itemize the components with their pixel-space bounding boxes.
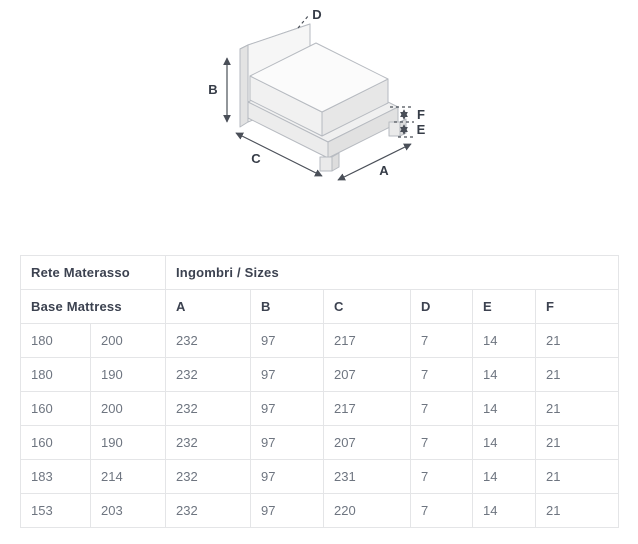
cell-f: 21 <box>534 357 620 392</box>
cell-e: 14 <box>472 425 536 460</box>
cell-b: 97 <box>250 425 324 460</box>
dim-label-a: A <box>379 163 389 178</box>
cell-a: 232 <box>165 391 251 426</box>
dim-line-a <box>337 143 412 181</box>
table-header-row-1: Rete Materasso Ingombri / Sizes <box>20 255 620 290</box>
headboard-side-face <box>239 44 249 128</box>
table-row: 160 200 232 97 217 7 14 21 <box>20 391 620 426</box>
dim-label-c: C <box>251 151 261 166</box>
mattress-top-face <box>249 42 389 113</box>
cell-d: 7 <box>410 357 473 392</box>
dimension-lines <box>223 14 414 181</box>
bed-foot-front <box>319 156 333 172</box>
cell-d: 7 <box>410 391 473 426</box>
cell-d: 7 <box>410 323 473 358</box>
dim-label-b: B <box>208 82 217 97</box>
cell-mattress: 200 <box>90 391 166 426</box>
table-row: 153 203 232 97 220 7 14 21 <box>20 493 620 528</box>
cell-f: 21 <box>534 425 620 460</box>
cell-b: 97 <box>250 357 324 392</box>
header-col-a: A <box>165 289 251 324</box>
table-row: 183 214 232 97 231 7 14 21 <box>20 459 620 494</box>
cell-c: 217 <box>323 323 411 358</box>
table-row: 160 190 232 97 207 7 14 21 <box>20 425 620 460</box>
cell-b: 97 <box>250 391 324 426</box>
cell-c: 220 <box>323 493 411 528</box>
header-col-b: B <box>250 289 324 324</box>
cell-b: 97 <box>250 493 324 528</box>
cell-mattress: 200 <box>90 323 166 358</box>
cell-base: 180 <box>20 357 91 392</box>
dim-label-f: F <box>417 107 425 122</box>
table-header-row-2: Base Mattress A B C D E F <box>20 289 620 324</box>
header-col-f: F <box>534 289 620 324</box>
cell-base: 153 <box>20 493 91 528</box>
bed-isometric-drawing: B C A D F E <box>208 7 426 181</box>
dimension-labels: B C A D F E <box>208 7 425 178</box>
dim-label-d: D <box>312 7 321 22</box>
header-ingombri-sizes: Ingombri / Sizes <box>164 255 620 290</box>
cell-e: 14 <box>472 459 536 494</box>
cell-a: 232 <box>165 459 251 494</box>
sizes-table: Rete Materasso Ingombri / Sizes Base Mat… <box>20 255 620 528</box>
dim-line-c <box>235 132 323 177</box>
cell-d: 7 <box>410 493 473 528</box>
header-col-e: E <box>472 289 536 324</box>
cell-c: 231 <box>323 459 411 494</box>
table-row: 180 200 232 97 217 7 14 21 <box>20 323 620 358</box>
cell-f: 21 <box>534 459 620 494</box>
cell-base: 160 <box>20 391 91 426</box>
table-row: 180 190 232 97 207 7 14 21 <box>20 357 620 392</box>
cell-mattress: 190 <box>90 425 166 460</box>
cell-e: 14 <box>472 323 536 358</box>
cell-d: 7 <box>410 459 473 494</box>
cell-f: 21 <box>534 391 620 426</box>
cell-base: 180 <box>20 323 91 358</box>
cell-mattress: 203 <box>90 493 166 528</box>
cell-b: 97 <box>250 323 324 358</box>
header-base-mattress: Base Mattress <box>20 289 166 324</box>
cell-e: 14 <box>472 357 536 392</box>
cell-e: 14 <box>472 493 536 528</box>
cell-a: 232 <box>165 493 251 528</box>
cell-f: 21 <box>534 323 620 358</box>
cell-a: 232 <box>165 323 251 358</box>
header-rete-materasso: Rete Materasso <box>20 255 166 290</box>
cell-c: 217 <box>323 391 411 426</box>
cell-d: 7 <box>410 425 473 460</box>
cell-base: 160 <box>20 425 91 460</box>
cell-c: 207 <box>323 357 411 392</box>
cell-mattress: 190 <box>90 357 166 392</box>
bed-foot-right <box>388 121 401 137</box>
bed-shape <box>239 23 407 172</box>
cell-a: 232 <box>165 425 251 460</box>
header-col-d: D <box>410 289 473 324</box>
header-col-c: C <box>323 289 411 324</box>
cell-e: 14 <box>472 391 536 426</box>
cell-base: 183 <box>20 459 91 494</box>
cell-f: 21 <box>534 493 620 528</box>
bed-dimensions-diagram: B C A D F E <box>0 0 638 215</box>
dim-label-e: E <box>417 122 426 137</box>
cell-mattress: 214 <box>90 459 166 494</box>
cell-b: 97 <box>250 459 324 494</box>
dim-leader-d <box>297 14 310 29</box>
cell-a: 232 <box>165 357 251 392</box>
cell-c: 207 <box>323 425 411 460</box>
